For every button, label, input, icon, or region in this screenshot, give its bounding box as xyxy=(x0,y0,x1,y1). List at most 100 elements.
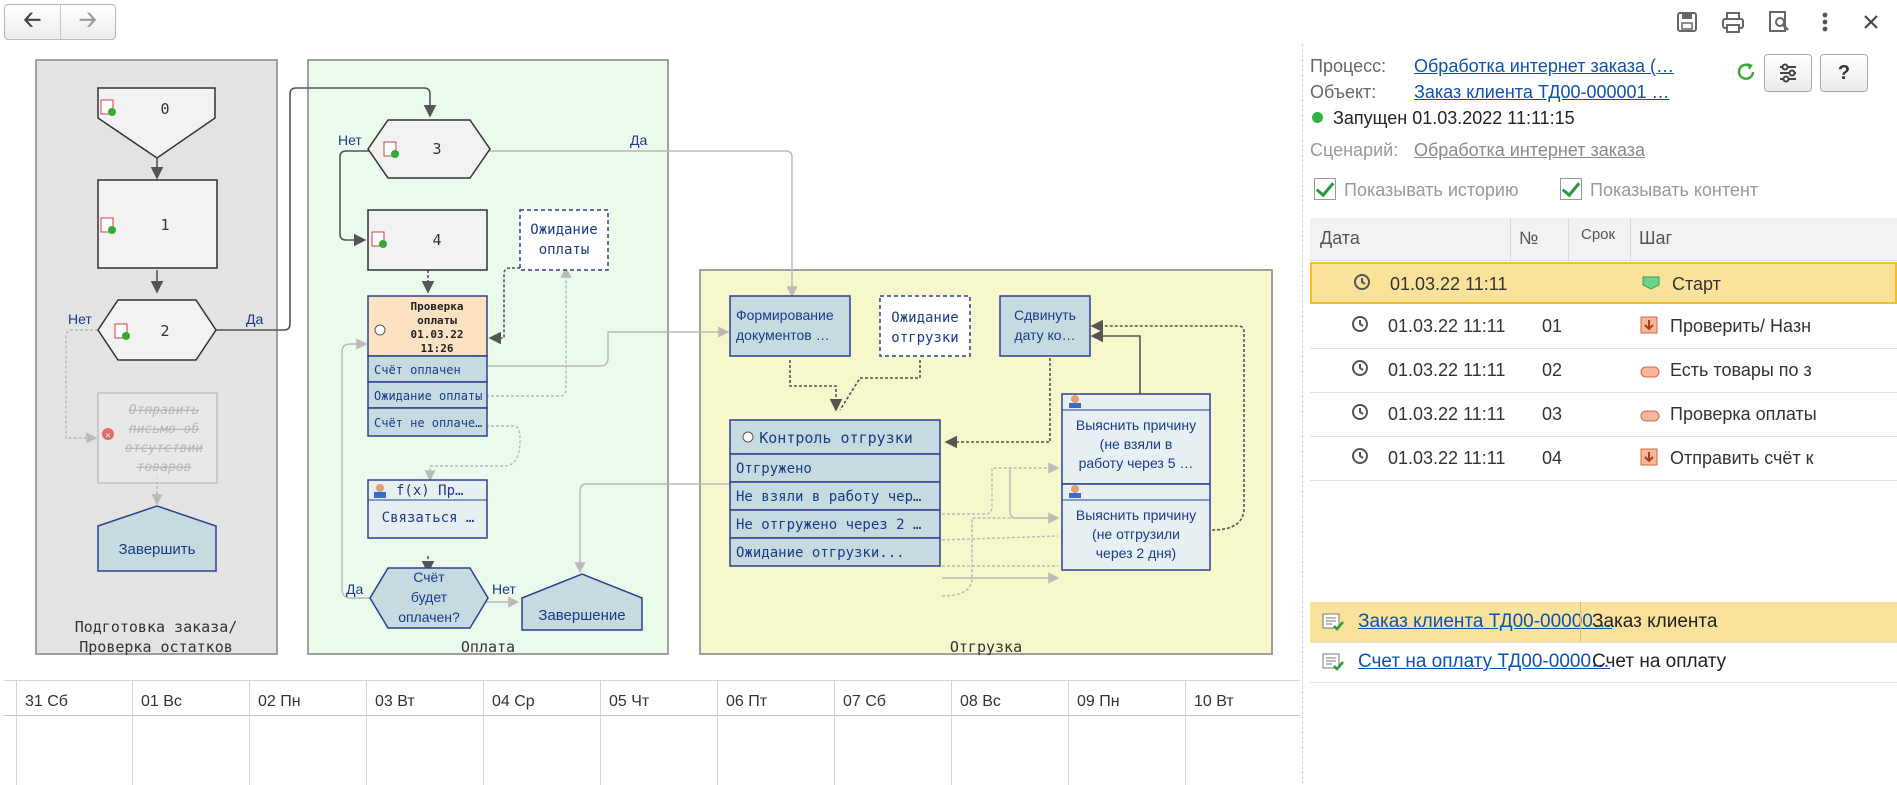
more-icon[interactable] xyxy=(1811,8,1839,36)
document-link[interactable]: Счет на оплату ТД00-0000… xyxy=(1358,651,1611,672)
timeline-day: 08 Вс xyxy=(951,681,1069,785)
navigation-buttons: 🡠 🡢 xyxy=(4,4,116,40)
window-toolbar xyxy=(1673,8,1885,36)
print-icon[interactable] xyxy=(1719,8,1747,36)
start-step-icon xyxy=(1642,274,1660,295)
object-link[interactable]: Заказ клиента ТД00-000001 … xyxy=(1414,82,1670,102)
column-date[interactable]: Дата xyxy=(1320,228,1360,248)
table-row[interactable]: 01.03.22 11:11 01 Проверить/ Назн xyxy=(1310,306,1897,349)
condition-step-icon xyxy=(1640,406,1660,427)
document-row[interactable]: Счет на оплату ТД00-0000… Счет на оплату xyxy=(1310,642,1897,683)
check-payment-line-2: оплаты xyxy=(417,314,457,327)
row-num: 03 xyxy=(1542,404,1563,424)
node-shift-date[interactable]: Сдвинуть дату ко… xyxy=(999,295,1091,357)
form-docs-line-2: документов … xyxy=(736,327,830,343)
node-will-pay[interactable]: Счёт будет оплачен? xyxy=(369,567,489,629)
check-payment-row-3: Счёт не оплаче… xyxy=(374,416,482,430)
document-link[interactable]: Заказ клиента ТД00-00000… xyxy=(1358,611,1612,632)
node-reason-2[interactable]: Выяснить причину (не отгрузили через 2 д… xyxy=(1061,483,1211,571)
column-step[interactable]: Шаг xyxy=(1630,218,1672,260)
show-content-label: Показывать контент xyxy=(1590,180,1759,200)
node-0-label: 0 xyxy=(160,100,169,118)
edge-label-yes-2: Да xyxy=(630,132,647,148)
node-0[interactable]: 0 xyxy=(97,87,216,159)
shift-date-line-2: дату ко… xyxy=(1014,327,1075,343)
timeline-day: 09 Пн xyxy=(1068,681,1186,785)
row-date: 01.03.22 11:11 xyxy=(1388,316,1506,336)
document-icon xyxy=(1322,612,1344,638)
process-link[interactable]: Обработка интернет заказа (… xyxy=(1414,56,1675,76)
task-step-icon xyxy=(1640,316,1658,339)
history-icon xyxy=(1350,358,1370,383)
node-1[interactable]: 1 xyxy=(97,179,218,269)
node-contact[interactable]: f(x) Пр… Связаться … xyxy=(367,479,488,539)
row-step: Есть товары по з xyxy=(1670,360,1812,380)
task-step-icon xyxy=(1640,448,1658,471)
row-step: Проверка оплаты xyxy=(1670,404,1817,424)
timeline-day: 06 Пт xyxy=(717,681,835,785)
process-label: Процесс: xyxy=(1310,56,1387,76)
node-send-letter[interactable]: ✕ Отправить письмо об отсутствии товаров xyxy=(97,392,218,484)
reason-2-line-3: через 2 дня) xyxy=(1096,545,1176,561)
ship-control-row-3: Не отгружено через 2 … xyxy=(736,517,921,533)
node-4-label: 4 xyxy=(432,231,441,249)
wait-payment-line-1: Ожидание xyxy=(530,222,597,238)
table-row[interactable]: 01.03.22 11:11 Старт xyxy=(1310,262,1897,304)
row-date: 01.03.22 11:11 xyxy=(1390,274,1508,294)
refresh-icon[interactable] xyxy=(1734,60,1758,89)
node-check-payment[interactable]: Проверка оплаты 01.03.22 11:26 Счёт опла… xyxy=(367,295,488,437)
close-icon[interactable] xyxy=(1857,8,1885,36)
completion-label: Завершение xyxy=(538,607,625,624)
document-row[interactable]: Заказ клиента ТД00-00000… Заказ клиента xyxy=(1310,602,1897,643)
node-finish[interactable]: Завершить xyxy=(97,505,217,572)
finish-label: Завершить xyxy=(119,541,196,558)
node-1-label: 1 xyxy=(160,216,169,234)
node-2[interactable]: 2 xyxy=(97,299,217,361)
wait-shipment-line-1: Ожидание xyxy=(891,310,958,326)
preview-icon[interactable] xyxy=(1765,8,1793,36)
table-row[interactable]: 01.03.22 11:11 03 Проверка оплаты xyxy=(1310,394,1897,437)
group-payment-label: Оплата xyxy=(461,638,515,656)
edge-label-no-2: Нет xyxy=(338,132,362,148)
check-payment-line-3: 01.03.22 xyxy=(411,328,464,341)
scenario-link[interactable]: Обработка интернет заказа xyxy=(1414,140,1646,160)
node-2-label: 2 xyxy=(160,322,169,340)
panel-splitter[interactable] xyxy=(1302,44,1303,784)
wait-payment-line-2: оплаты xyxy=(539,242,590,258)
reason-2-line-2: (не отгрузили xyxy=(1092,526,1180,542)
node-wait-shipment[interactable]: Ожидание отгрузки xyxy=(879,295,971,357)
node-wait-payment[interactable]: Ожидание оплаты xyxy=(519,209,609,271)
history-icon xyxy=(1350,446,1370,471)
show-history-checkbox[interactable] xyxy=(1314,178,1336,200)
node-completion[interactable]: Завершение xyxy=(521,573,643,631)
node-ship-control[interactable]: Контроль отгрузки Отгружено Не взяли в р… xyxy=(729,419,941,567)
table-row[interactable]: 01.03.22 11:11 02 Есть товары по з xyxy=(1310,350,1897,393)
row-step: Отправить счёт к xyxy=(1670,448,1814,468)
check-payment-line-4: 11:26 xyxy=(420,342,453,355)
column-num[interactable]: № xyxy=(1510,218,1538,260)
table-row[interactable]: 01.03.22 11:11 04 Отправить счёт к xyxy=(1310,438,1897,481)
node-3[interactable]: 3 xyxy=(367,119,491,179)
process-map[interactable]: Подготовка заказа/ Проверка остатков Опл… xyxy=(0,48,1300,678)
help-button[interactable]: ? xyxy=(1820,54,1868,92)
ship-control-row-1: Отгружено xyxy=(736,461,812,477)
row-num: 01 xyxy=(1542,316,1563,336)
timeline-day: 04 Ср xyxy=(483,681,601,785)
timeline-day: 02 Пн xyxy=(249,681,367,785)
timeline[interactable]: 31 Сб 01 Вс 02 Пн 03 Вт 04 Ср 05 Чт 06 П… xyxy=(4,680,1300,785)
show-content-checkbox[interactable] xyxy=(1560,178,1582,200)
node-reason-1[interactable]: Выяснить причину (не взяли в работу чере… xyxy=(1061,393,1211,485)
save-icon[interactable] xyxy=(1673,8,1701,36)
node-form-docs[interactable]: Формирование документов … xyxy=(729,295,851,357)
timeline-day: 05 Чт xyxy=(600,681,718,785)
scheme-settings-button[interactable] xyxy=(1764,54,1812,92)
check-payment-row-2: Ожидание оплаты xyxy=(374,389,482,403)
history-table[interactable]: Дата № Срок Шаг 01.03.22 11:11 Старт 01.… xyxy=(1310,218,1897,598)
node-4[interactable]: 4 xyxy=(367,209,488,271)
forward-button[interactable]: 🡢 xyxy=(59,5,116,39)
show-history-label: Показывать историю xyxy=(1344,180,1519,200)
check-payment-row-1: Счёт оплачен xyxy=(374,363,461,377)
back-button[interactable]: 🡠 xyxy=(23,7,42,32)
history-icon xyxy=(1352,272,1372,297)
column-term[interactable]: Срок xyxy=(1568,218,1630,260)
